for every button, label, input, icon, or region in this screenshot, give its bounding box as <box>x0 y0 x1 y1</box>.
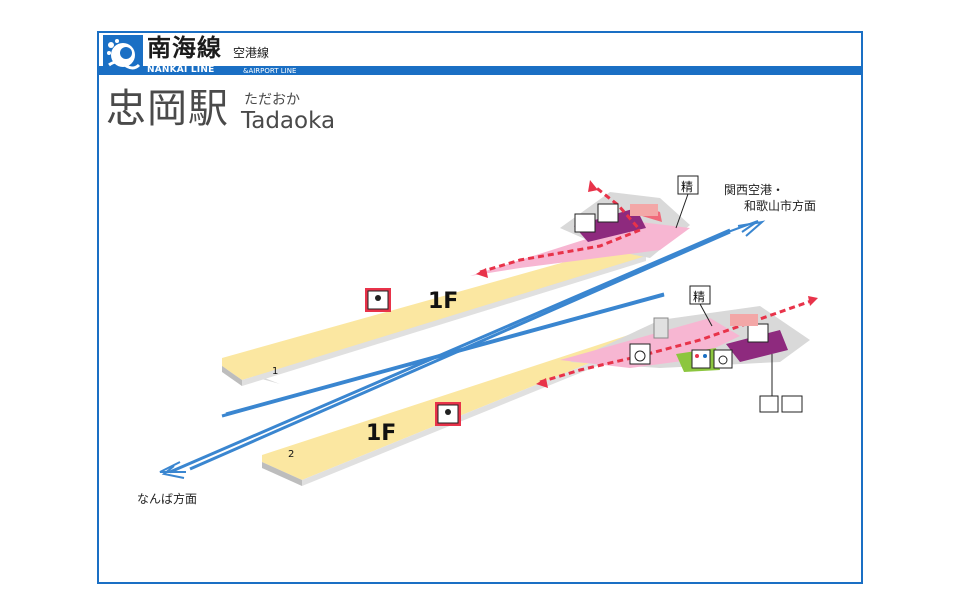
platform-2-number: 2 <box>288 449 295 460</box>
platform-2-floor-label: 1F <box>366 421 397 446</box>
platform-2 <box>262 326 666 486</box>
line-sub-name: 空港線 <box>233 46 270 60</box>
station-name-en: Tadaoka <box>241 108 336 134</box>
waiting-room-icon <box>435 402 461 426</box>
direction-arrow-up-icon <box>727 220 766 237</box>
fare-adjust-label: 精 <box>693 290 706 304</box>
line-name: 南海線 <box>147 34 222 62</box>
line-sub-name-en: &AIRPORT LINE <box>243 67 297 75</box>
direction-label-up-line1: 関西空港・ <box>724 183 785 197</box>
accessible-restroom-icon <box>713 349 733 369</box>
fare-adjust-icon <box>675 175 699 229</box>
fare-adjust-icon <box>689 285 713 327</box>
wheelchair-icon <box>629 343 651 365</box>
ticket-machine-icon <box>574 203 619 233</box>
station-name-kana: ただおか <box>244 92 300 108</box>
fare-adjust-label: 精 <box>681 180 694 194</box>
elevator-icon <box>653 317 669 339</box>
platform-1-number: 1 <box>272 366 279 377</box>
direction-arrow-down-icon <box>159 461 186 479</box>
restroom-icon <box>691 349 711 369</box>
nankai-logo-icon <box>103 35 143 73</box>
direction-label-up-line2: 和歌山市方面 <box>744 199 817 213</box>
platform-1-floor-label: 1F <box>428 289 459 314</box>
map-frame <box>97 31 863 584</box>
waiting-room-icon <box>365 288 391 312</box>
ticket-gate-icon <box>630 204 758 326</box>
station-name: 忠岡駅 <box>106 86 229 132</box>
exit-arrow-icon <box>479 184 643 274</box>
platform-1 <box>222 242 646 386</box>
line-color-strip <box>99 66 861 75</box>
line-name-en: NANKAI LINE <box>147 65 215 75</box>
track-line <box>169 228 731 474</box>
direction-label-down: なんば方面 <box>137 492 198 506</box>
